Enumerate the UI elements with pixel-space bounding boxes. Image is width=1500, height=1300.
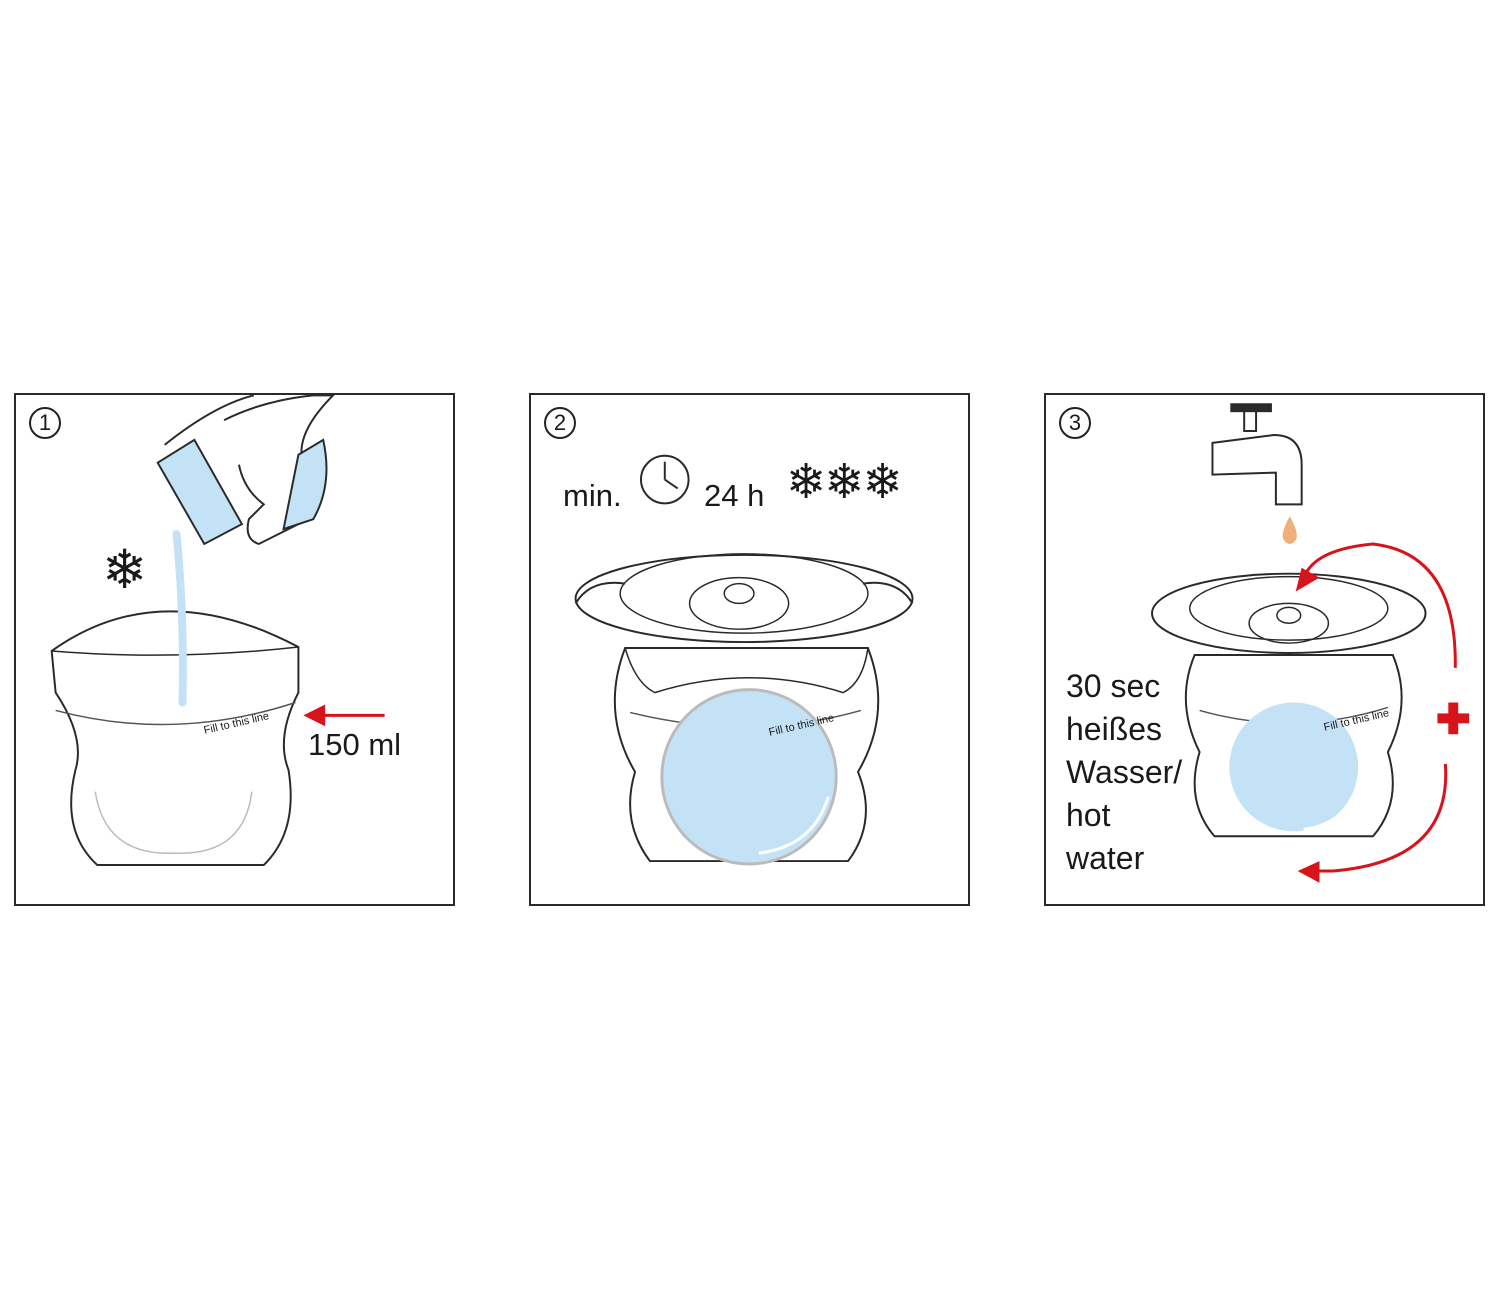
arrow-icon <box>1295 542 1457 883</box>
step-2-panel: 2 min. 24 h ❄❄❄ Fill to this line <box>529 393 970 906</box>
measuring-cup-icon <box>156 438 244 546</box>
faucet-icon <box>1211 403 1303 506</box>
ice-ball-mould-icon <box>1151 572 1427 838</box>
step-2-illustration <box>574 454 914 866</box>
snowflake-icon: ❄ <box>102 540 148 600</box>
duration-label: 24 h <box>704 478 765 513</box>
step-1-panel: 1 ❄ Fill to this line 150 ml <box>14 393 455 906</box>
hot-water-label: 30 sec heißes Wasser/ hot water <box>1066 665 1182 880</box>
clock-icon <box>640 454 690 505</box>
ice-ball-mould-icon <box>574 553 914 866</box>
amount-label: 150 ml <box>308 727 402 762</box>
arrow-icon <box>303 704 385 727</box>
hand-pouring-icon <box>164 395 335 546</box>
freezer-bag-icon <box>50 610 300 867</box>
hot-water-line: Wasser/ <box>1066 754 1183 790</box>
min-label: min. <box>563 478 622 513</box>
snowflake-icon: ❄❄❄ <box>786 456 903 509</box>
hot-water-line: water <box>1066 840 1145 876</box>
hot-water-line: heißes <box>1066 711 1163 747</box>
plus-icon <box>1437 702 1470 735</box>
step-number: 3 <box>1059 407 1091 439</box>
water-drop-icon <box>1282 516 1297 544</box>
step-number: 1 <box>29 407 61 439</box>
step-3-panel: 3 Fill to this line 30 sec heißes Wasser… <box>1044 393 1485 906</box>
step-number: 2 <box>544 407 576 439</box>
step-1-illustration <box>50 395 385 867</box>
hot-water-line: 30 sec <box>1066 668 1161 704</box>
step-3-illustration <box>1151 403 1470 883</box>
hot-water-line: hot <box>1066 797 1111 833</box>
